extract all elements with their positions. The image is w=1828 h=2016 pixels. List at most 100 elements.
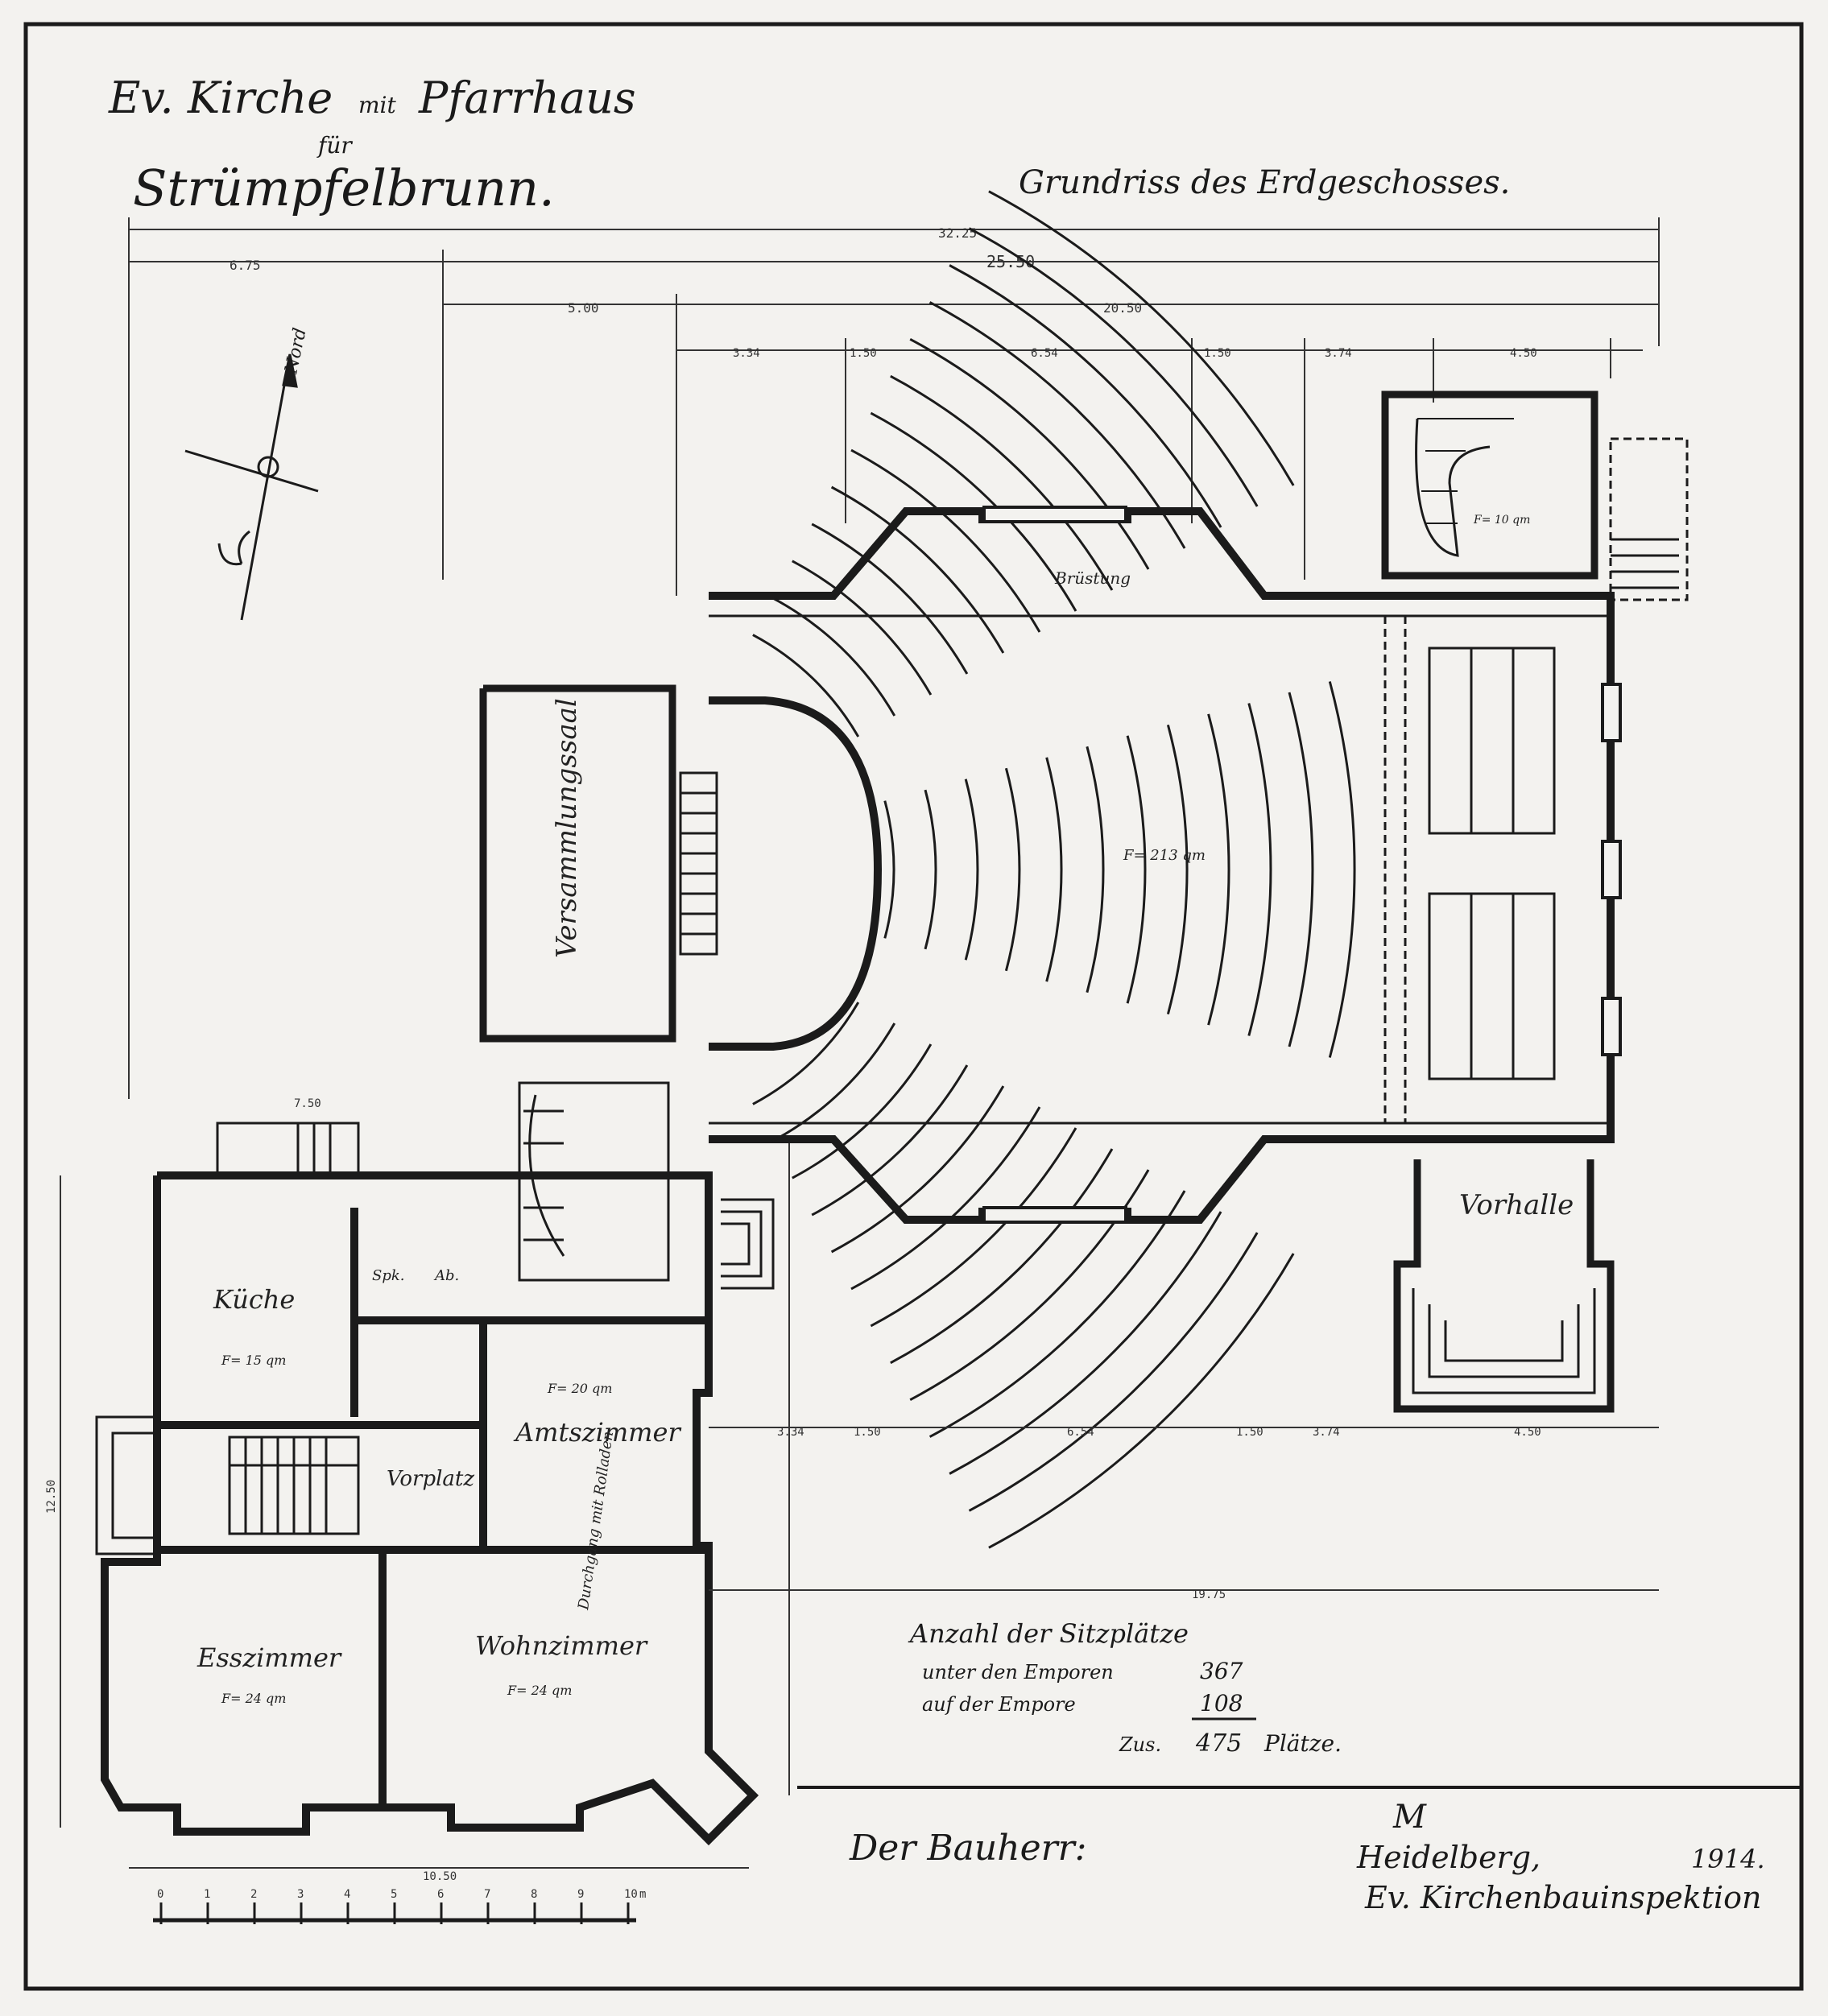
- vorplatz-label: Vorplatz: [387, 1467, 474, 1491]
- pew-row: [968, 227, 1259, 507]
- scale-bar-label: 10: [624, 1888, 638, 1901]
- scale-bar-label: 1: [204, 1888, 210, 1901]
- kueche-area: F= 15 qm: [221, 1353, 286, 1368]
- dim-entry-offset: 5.00: [568, 300, 599, 316]
- signature-year: 1914.: [1691, 1844, 1765, 1874]
- seat-total-unit: Plätze.: [1263, 1730, 1342, 1757]
- dim-low-seg-2: 1.50: [854, 1426, 881, 1439]
- pew-row: [883, 800, 895, 939]
- pew-row: [752, 1002, 860, 1105]
- gallery-benches: [1428, 647, 1556, 1080]
- versammlungssaal-room: Versammlungssaal: [479, 684, 718, 1043]
- seat-count-table: Anzahl der Sitzplätze unter den Emporen …: [908, 1618, 1342, 1758]
- title-mit: mit: [358, 92, 397, 118]
- pew-row: [988, 190, 1295, 486]
- pew-row: [1247, 703, 1272, 1036]
- vorhalle-porch: Vorhalle: [1393, 1159, 1615, 1413]
- seat-count-heading: Anzahl der Sitzplätze: [908, 1618, 1189, 1649]
- pew-row: [850, 1106, 1041, 1291]
- north-label: Nord: [281, 326, 311, 376]
- seat-row2-label: auf der Empore: [922, 1693, 1076, 1716]
- pew-row: [1086, 746, 1105, 994]
- house-room-labels: Küche F= 15 qm Spk. Ab. Vorplatz Amtszim…: [196, 1267, 681, 1706]
- scale-bar-label: 9: [577, 1888, 584, 1901]
- pew-row: [811, 523, 969, 675]
- pew-row: [1004, 767, 1021, 972]
- dim-seg-2: 1.50: [850, 347, 877, 360]
- pew-row: [771, 597, 896, 717]
- dim-low-seg-1: 3.34: [777, 1426, 804, 1439]
- scale-bar-label: 8: [531, 1888, 537, 1901]
- lower-dimension-labels: 3.34 1.50 6.54 1.50 3.74 4.50 19.75 7.50…: [45, 1097, 1541, 1883]
- pew-row: [909, 1169, 1150, 1402]
- scale-bar-label: 0: [157, 1888, 163, 1901]
- title-block: Ev. Kirche mit Pfarrhaus für Strümpfelbr…: [108, 72, 636, 217]
- stair-tower: F= 10 qm: [1381, 390, 1689, 601]
- pew-row: [870, 1127, 1077, 1328]
- versammlungssaal-label: Versammlungssaal: [551, 698, 583, 958]
- signature-office: Ev. Kirchenbauinspektion: [1364, 1880, 1761, 1915]
- wohnzimmer-area: F= 24 qm: [507, 1683, 572, 1698]
- amtszimmer-area: F= 20 qm: [547, 1381, 612, 1396]
- pew-row: [928, 1190, 1186, 1438]
- dim-total: 32.25: [938, 225, 977, 241]
- pew-row: [792, 1043, 933, 1179]
- title-pfarrhaus: Pfarrhaus: [418, 72, 636, 123]
- pew-row: [1207, 713, 1230, 1026]
- top-dimension-labels: 32.25 25.50 6.75 20.50 5.00 3.34 1.50 6.…: [230, 225, 1537, 360]
- signature-initial: M: [1392, 1799, 1427, 1836]
- dim-left-offset: 6.75: [230, 258, 261, 273]
- pew-row: [811, 1064, 969, 1217]
- dim-low-seg-6: 4.50: [1514, 1426, 1541, 1439]
- north-arrow-icon: [184, 353, 319, 621]
- scale-bar-label: 7: [484, 1888, 490, 1901]
- dim-seg-1: 3.34: [733, 347, 760, 360]
- seat-row1-value: 367: [1200, 1658, 1243, 1684]
- pew-row: [1126, 735, 1147, 1004]
- pew-row: [964, 779, 979, 960]
- bauherr-label: Der Bauherr:: [849, 1828, 1087, 1869]
- seat-row1-label: unter den Emporen: [922, 1661, 1114, 1683]
- scale-bar-label: 4: [344, 1888, 350, 1901]
- church-area-label: F= 213 qm: [1123, 847, 1206, 864]
- pew-row: [1328, 681, 1356, 1058]
- pew-row: [890, 374, 1114, 591]
- nave-windows: [982, 506, 1622, 1224]
- dim-low-seg-5: 3.74: [1313, 1426, 1340, 1439]
- pew-row: [949, 1211, 1222, 1475]
- scale-bar-label: 2: [250, 1888, 257, 1901]
- amtszimmer-label: Amtszimmer: [513, 1417, 681, 1448]
- house-stairs: [216, 1081, 670, 1535]
- pew-row: [909, 337, 1150, 570]
- top-dimension-chains: [128, 217, 1660, 1099]
- dim-seg-5: 3.74: [1325, 347, 1352, 360]
- pew-row: [968, 1232, 1259, 1512]
- dim-nave: 20.50: [1103, 300, 1142, 316]
- church-inner-line: [709, 614, 1611, 1125]
- plan-subtitle: Grundriss des Erdgeschosses.: [1019, 164, 1510, 201]
- label-bruestung: Brüstung: [1054, 568, 1131, 588]
- pew-row: [988, 1253, 1295, 1549]
- pew-row: [850, 448, 1041, 633]
- esszimmer-area: F= 24 qm: [221, 1691, 286, 1706]
- dim-house-width: 7.50: [294, 1097, 321, 1110]
- pew-row: [1288, 692, 1314, 1047]
- pew-row: [949, 264, 1222, 528]
- durchgang-label: Durchgang mit Rolladen: [575, 1430, 617, 1611]
- sheet-border: [23, 22, 1804, 1991]
- title-fuer: für: [316, 132, 353, 159]
- speisekammer-label: Spk.: [372, 1267, 404, 1284]
- dim-seg-6: 4.50: [1510, 347, 1537, 360]
- pew-row: [928, 301, 1186, 549]
- title-place: Strümpfelbrunn.: [133, 159, 555, 217]
- pew-row: [924, 789, 937, 950]
- house-entry-steps: [95, 1198, 775, 1555]
- scale-bar-label: 5: [391, 1888, 397, 1901]
- dim-low-seg-4: 1.50: [1236, 1426, 1263, 1439]
- dim-long-bottom: 19.75: [1192, 1588, 1226, 1601]
- seat-total-label: Zus.: [1119, 1733, 1161, 1756]
- esszimmer-label: Esszimmer: [196, 1642, 342, 1673]
- vorhalle-label: Vorhalle: [1459, 1189, 1574, 1221]
